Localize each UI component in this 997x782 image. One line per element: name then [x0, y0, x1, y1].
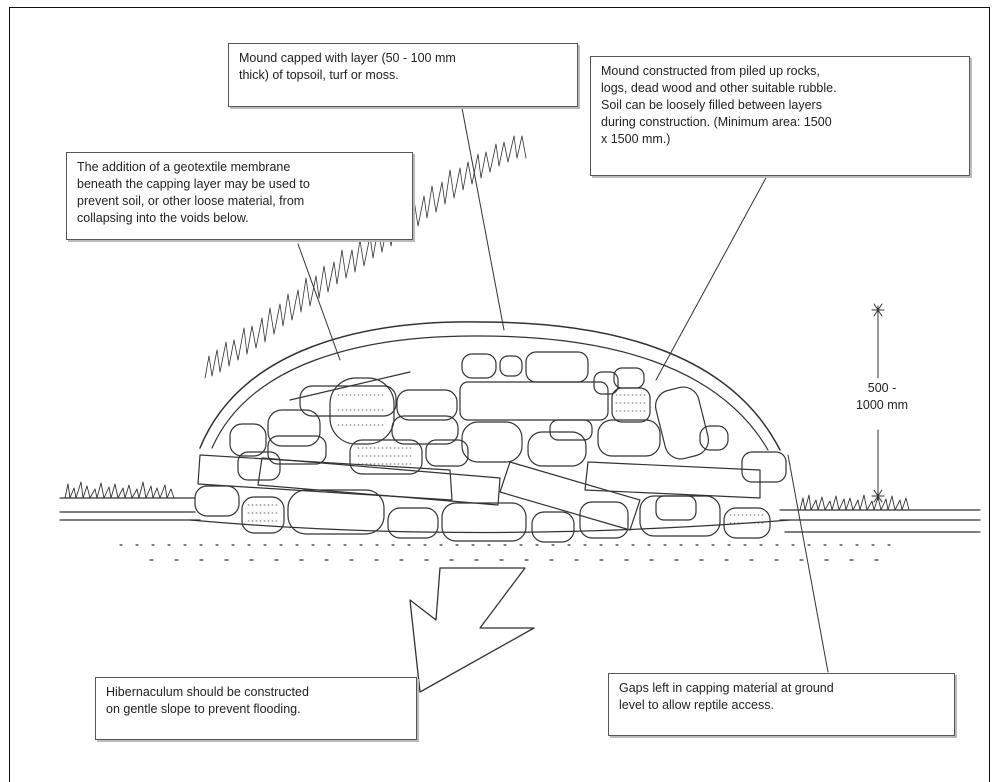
- leader-geotextile: [298, 244, 340, 360]
- callout-slope: Hibernaculum should be constructed on ge…: [95, 677, 417, 740]
- callout-mound-construction: Mound constructed from piled up rocks, l…: [590, 56, 970, 176]
- ground-surface: [60, 498, 980, 560]
- rock-texture: [248, 395, 765, 523]
- leader-gaps: [788, 455, 828, 672]
- leader-mound: [656, 176, 767, 380]
- capping-layer: [200, 322, 780, 450]
- down-left-arrow-icon: [410, 568, 534, 692]
- callout-capping-layer: Mound capped with layer (50 - 100 mm thi…: [228, 43, 578, 107]
- rocks-and-logs: [195, 352, 786, 542]
- grass-right: [800, 495, 909, 510]
- callout-gaps: Gaps left in capping material at ground …: [608, 673, 955, 736]
- callout-geotextile: The addition of a geotextile membrane be…: [66, 152, 413, 240]
- dimension-height-label: 500 - 1000 mm: [842, 380, 922, 414]
- leader-capping: [462, 108, 504, 330]
- grass-left: [65, 482, 174, 498]
